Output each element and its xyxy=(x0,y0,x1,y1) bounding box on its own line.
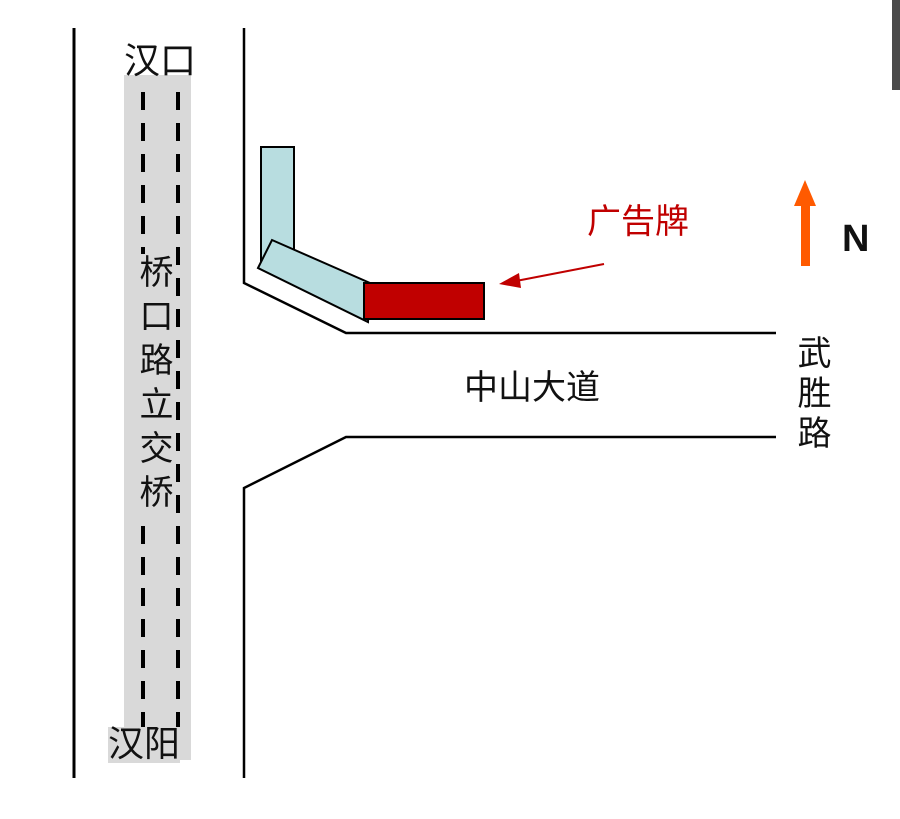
north-arrow-head xyxy=(794,180,816,206)
label-zhongshan-avenue: 中山大道 xyxy=(464,368,600,408)
frame-corner xyxy=(892,0,900,90)
label-billboard: 广告牌 xyxy=(587,202,689,242)
label-bridge: 桥口路立交桥 xyxy=(133,254,173,518)
road-edge-southwest xyxy=(242,435,776,778)
road-edge-northwest xyxy=(242,28,776,335)
building-diagonal xyxy=(256,238,372,324)
billboard-marker xyxy=(363,282,485,320)
label-wusheng-road: 武胜路 xyxy=(791,335,831,455)
north-arrow-shaft xyxy=(801,204,810,266)
label-north: N xyxy=(842,218,870,260)
billboard-pointer-arrowhead xyxy=(499,273,521,288)
label-hanyang: 汉阳 xyxy=(108,724,181,765)
label-hankou: 汉口 xyxy=(124,41,197,82)
billboard-pointer-line xyxy=(515,263,605,282)
